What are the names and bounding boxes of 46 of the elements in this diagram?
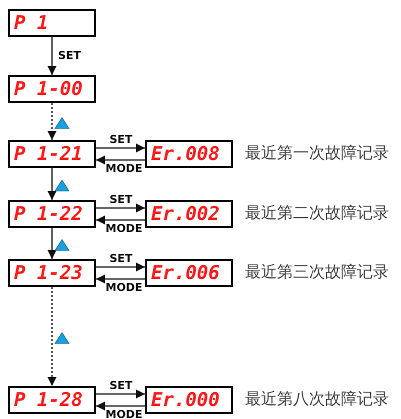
arrow bbox=[48, 37, 56, 75]
edge-label: SET bbox=[108, 134, 134, 146]
arrow bbox=[96, 274, 145, 284]
note-text: 最近第八次故障记录 bbox=[245, 390, 389, 408]
display-box bbox=[8, 9, 96, 37]
note-text: 最近第一次故障记录 bbox=[245, 144, 389, 162]
arrow bbox=[48, 228, 56, 259]
note-text: 最近第三次故障记录 bbox=[245, 263, 389, 281]
edge-label: SET bbox=[108, 253, 134, 265]
display-reading: Er.008 bbox=[151, 142, 220, 166]
display-box bbox=[145, 200, 233, 228]
edge-label: MODE bbox=[104, 163, 144, 175]
display-reading: P 1-22 bbox=[14, 202, 83, 226]
display-reading: P 1-21 bbox=[14, 142, 83, 166]
display-box bbox=[8, 75, 96, 103]
arrow bbox=[96, 390, 145, 398]
display-reading: P 1-00 bbox=[14, 77, 83, 101]
arrow bbox=[96, 262, 145, 272]
display-box bbox=[145, 140, 233, 168]
arrow bbox=[48, 287, 56, 386]
display-box bbox=[8, 386, 96, 414]
arrow bbox=[96, 144, 145, 152]
edge-label: MODE bbox=[104, 223, 144, 235]
display-box bbox=[145, 259, 233, 287]
arrow bbox=[96, 156, 145, 164]
display-box bbox=[145, 386, 233, 414]
display-box bbox=[8, 140, 96, 168]
edge-label: SET bbox=[108, 194, 134, 206]
display-reading: Er.002 bbox=[151, 202, 220, 226]
display-reading: P 1-23 bbox=[14, 261, 83, 285]
edge-label: SET bbox=[57, 50, 82, 62]
arrow bbox=[96, 216, 145, 224]
arrow bbox=[96, 204, 145, 212]
display-reading: Er.000 bbox=[151, 388, 220, 412]
arrow bbox=[48, 168, 56, 200]
note-text: 最近第二次故障记录 bbox=[245, 204, 389, 222]
edge-label: MODE bbox=[104, 282, 144, 294]
display-reading: P 1 bbox=[14, 11, 48, 35]
edge-label: SET bbox=[108, 380, 134, 392]
display-reading: P 1-28 bbox=[14, 388, 83, 412]
display-box bbox=[8, 200, 96, 228]
display-box bbox=[8, 259, 96, 287]
arrow bbox=[48, 103, 56, 140]
display-reading: Er.006 bbox=[151, 261, 220, 285]
arrow bbox=[96, 402, 145, 410]
edge-label: MODE bbox=[104, 409, 144, 419]
